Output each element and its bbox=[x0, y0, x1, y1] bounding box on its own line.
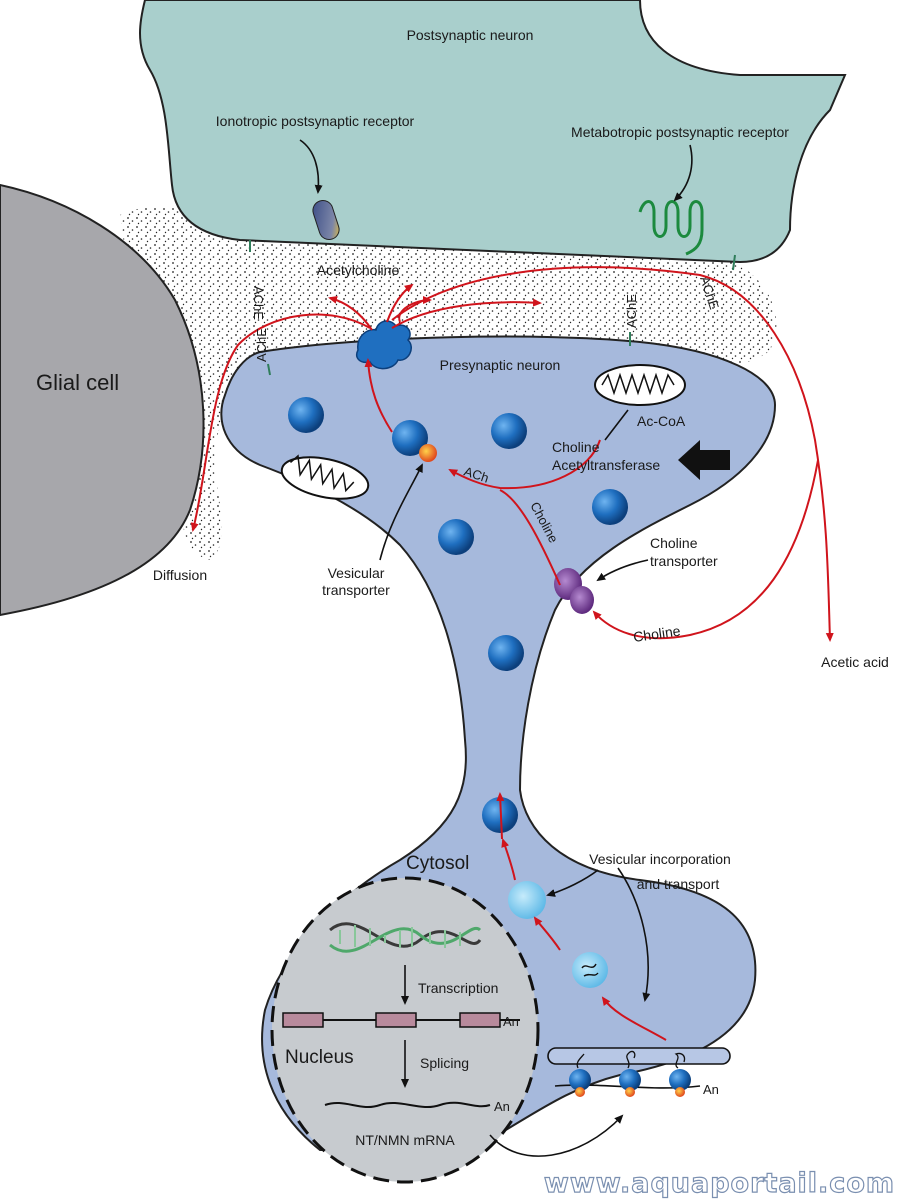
vesicle bbox=[288, 397, 324, 433]
vesicle-content bbox=[581, 963, 599, 977]
ionotropic-receptor-label: Ionotropic postsynaptic receptor bbox=[216, 113, 415, 129]
vesicular-transporter bbox=[419, 444, 437, 462]
vesicular-transporter-label-1: Vesicular bbox=[328, 565, 385, 581]
choline-transporter-label-1: Choline bbox=[650, 535, 698, 551]
presynaptic-neuron-label: Presynaptic neuron bbox=[440, 357, 561, 373]
ache-label: AChE bbox=[254, 328, 269, 362]
nucleus-label: Nucleus bbox=[285, 1047, 354, 1068]
mitochondrion bbox=[594, 364, 686, 406]
transcription-label: Transcription bbox=[418, 980, 498, 996]
metabotropic-receptor bbox=[638, 200, 704, 256]
ionotropic-receptor bbox=[312, 199, 340, 241]
mitochondrion bbox=[280, 454, 370, 500]
choline-transporter bbox=[554, 568, 594, 614]
mrna-strand bbox=[324, 1101, 491, 1109]
metabotropic-receptor-label: Metabotropic postsynaptic receptor bbox=[571, 124, 789, 140]
acetic-acid-label: Acetic acid bbox=[821, 654, 889, 670]
choline-acetyltransferase-label-2: Acetyltransferase bbox=[552, 457, 660, 473]
ache-tick bbox=[267, 363, 271, 376]
acetylcholine-label: Acetylcholine bbox=[317, 262, 400, 278]
vesicular-incorporation-label-2: and transport bbox=[637, 876, 720, 892]
vesicle bbox=[572, 952, 608, 988]
mrna-label: NT/NMN mRNA bbox=[355, 1132, 455, 1148]
ache-tick bbox=[732, 254, 736, 271]
vesicular-transporter-label-2: transporter bbox=[322, 582, 390, 598]
choline-acetyltransferase-label-1: Choline bbox=[552, 439, 600, 455]
pre-mrna-exons bbox=[282, 1012, 520, 1028]
an-label: An bbox=[503, 1014, 519, 1029]
ache-label: AChE bbox=[251, 286, 266, 320]
ribosome-complex bbox=[547, 1047, 731, 1097]
vesicular-incorporation-label-1: Vesicular incorporation bbox=[589, 851, 731, 867]
vesicle bbox=[491, 413, 527, 449]
choline-label: Choline bbox=[632, 622, 681, 644]
dna-helix bbox=[329, 922, 482, 953]
postsynaptic-neuron-label: Postsynaptic neuron bbox=[407, 27, 534, 43]
vesicle bbox=[508, 881, 546, 919]
glial-cell bbox=[0, 183, 205, 617]
vesicle bbox=[488, 635, 524, 671]
an-label: An bbox=[494, 1099, 510, 1114]
splicing-label: Splicing bbox=[420, 1055, 469, 1071]
ache-label: AChE bbox=[624, 294, 639, 328]
glial-cell-label: Glial cell bbox=[36, 370, 119, 395]
choline-transporter-label-2: transporter bbox=[650, 553, 718, 569]
watermark: www.aquaportail.com bbox=[544, 1168, 895, 1199]
postsynaptic-neuron bbox=[139, 0, 847, 264]
vesicle bbox=[392, 420, 428, 456]
black-arrows bbox=[299, 139, 693, 1157]
ac-coa-label: Ac-CoA bbox=[637, 413, 686, 429]
vesicle bbox=[592, 489, 628, 525]
synaptic-cleft-dots bbox=[120, 206, 777, 560]
choline-acetyltransferase-pointer bbox=[678, 440, 730, 480]
diffusion-label: Diffusion bbox=[153, 567, 207, 583]
an-label: An bbox=[703, 1082, 719, 1097]
red-arrows bbox=[190, 266, 834, 1041]
vesicles bbox=[288, 397, 628, 988]
cytosol-label: Cytosol bbox=[406, 853, 469, 874]
vesicle bbox=[438, 519, 474, 555]
ach-label: ACh bbox=[462, 464, 491, 486]
